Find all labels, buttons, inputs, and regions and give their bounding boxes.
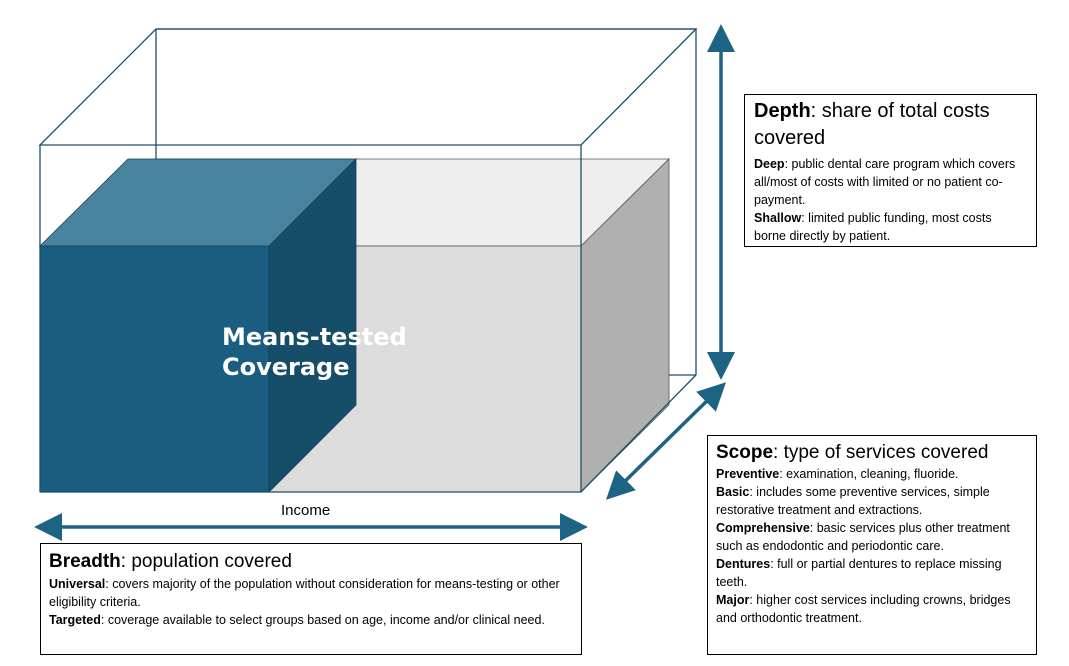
scope-item-dentures: Dentures: full or partial dentures to re…	[716, 555, 1028, 591]
depth-term: Shallow	[754, 211, 802, 225]
income-axis-label: Income	[281, 502, 331, 519]
scope-legend-box: Scope: type of services covered Preventi…	[707, 435, 1037, 655]
scope-arrow	[606, 382, 726, 500]
breadth-title: Breadth	[49, 551, 121, 572]
breadth-subtitle: : population covered	[120, 551, 292, 572]
breadth-item-universal: Universal: covers majority of the popula…	[49, 575, 573, 611]
scope-item-basic: Basic: includes some preventive services…	[716, 483, 1028, 519]
depth-item-shallow: Shallow: limited public funding, most co…	[754, 209, 1027, 245]
scope-term: Basic	[716, 485, 750, 499]
depth-item-deep: Deep: public dental care program which c…	[754, 155, 1027, 209]
cube-label-line-1: Means-tested	[222, 323, 407, 351]
scope-title: Scope	[716, 442, 774, 463]
breadth-heading: Breadth: population covered	[49, 550, 573, 574]
scope-term: Comprehensive	[716, 521, 810, 535]
breadth-text: : coverage available to select groups ba…	[100, 613, 545, 627]
cube-label-line-2: Coverage	[222, 353, 350, 381]
scope-item-comprehensive: Comprehensive: basic services plus other…	[716, 519, 1028, 555]
scope-item-major: Major: higher cost services including cr…	[716, 591, 1028, 627]
depth-heading: Depth: share of total costs covered	[754, 98, 1027, 152]
breadth-term: Universal	[49, 577, 106, 591]
scope-subtitle: : type of services covered	[773, 442, 989, 463]
scope-text: : includes some preventive services, sim…	[716, 485, 990, 517]
means-tested-coverage-label: Means-tested Coverage	[222, 322, 407, 382]
scope-text: : examination, cleaning, fluoride.	[779, 467, 959, 481]
means-tested-cube	[39, 158, 357, 493]
breadth-legend-box: Breadth: population covered Universal: c…	[40, 543, 582, 655]
depth-text: : public dental care program which cover…	[754, 157, 1016, 207]
depth-legend-box: Depth: share of total costs covered Deep…	[744, 94, 1037, 247]
depth-text: : limited public funding, most costs bor…	[754, 211, 992, 243]
breadth-text: : covers majority of the population with…	[49, 577, 560, 609]
scope-term: Dentures	[716, 557, 771, 571]
scope-text: : higher cost services including crowns,…	[716, 593, 1011, 625]
depth-term: Deep	[754, 157, 785, 171]
breadth-item-targeted: Targeted: coverage available to select g…	[49, 611, 573, 629]
scope-term: Preventive	[716, 467, 780, 481]
breadth-term: Targeted	[49, 613, 101, 627]
scope-text: : basic services plus other treatment su…	[716, 521, 1010, 553]
scope-heading: Scope: type of services covered	[716, 441, 1028, 465]
outer-box-front-edges	[38, 28, 698, 493]
scope-text: : full or partial dentures to replace mi…	[716, 557, 1002, 589]
scope-item-preventive: Preventive: examination, cleaning, fluor…	[716, 465, 1028, 483]
scope-term: Major	[716, 593, 750, 607]
depth-subtitle: : share of total costs covered	[754, 100, 990, 149]
depth-title: Depth	[754, 100, 811, 122]
